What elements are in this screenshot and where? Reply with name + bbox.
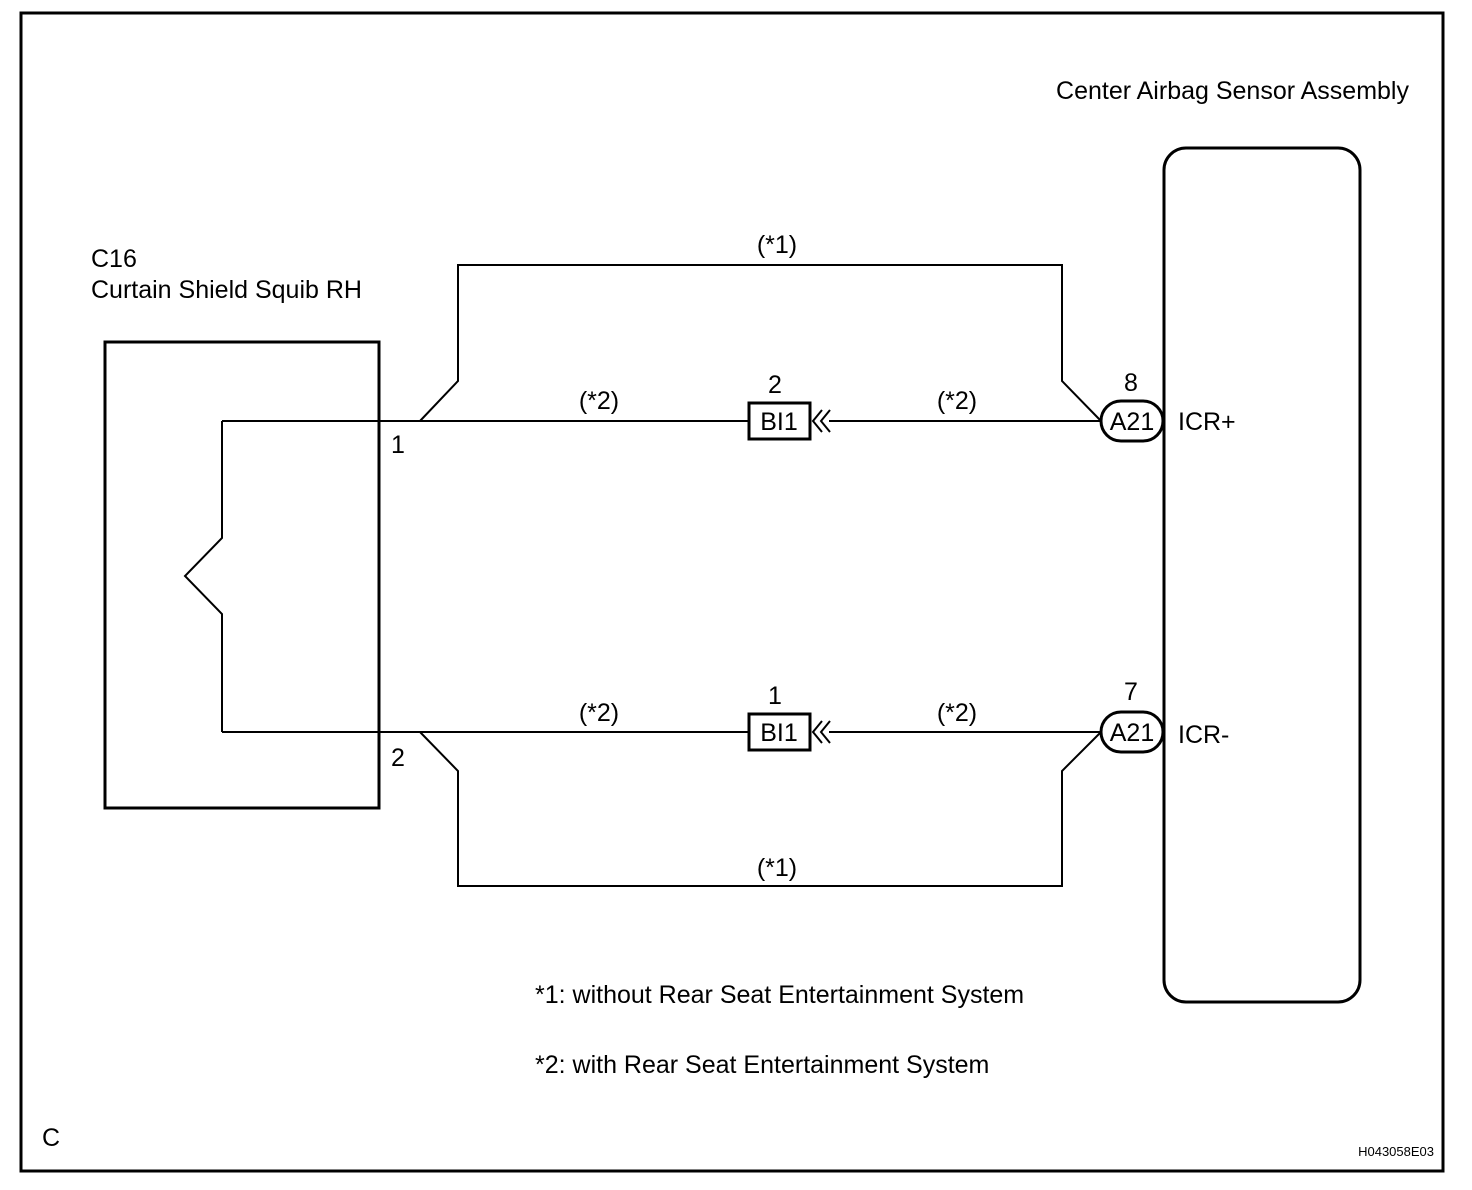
squib-box — [103, 340, 381, 810]
legend-note-1: *1: without Rear Seat Entertainment Syst… — [535, 981, 1024, 1009]
note-rse-bottom-left: (*2) — [579, 699, 619, 727]
junction-box-bottom — [747, 712, 812, 752]
ecu-pin-8: 8 — [1124, 369, 1138, 397]
junction-pin-bottom: 1 — [768, 682, 782, 710]
ecu-connector-label-top: A21 — [1110, 408, 1154, 436]
junction-box-top — [747, 401, 812, 441]
legend-note-2: *2: with Rear Seat Entertainment System — [535, 1051, 989, 1079]
squib-element — [183, 421, 223, 732]
junction-label-top: BI1 — [760, 408, 798, 436]
wire-icr-minus-bypass — [419, 731, 1102, 887]
note-rse-top-left: (*2) — [579, 387, 619, 415]
squib-code: C16 — [91, 245, 137, 273]
ecu-connector-top — [1099, 399, 1165, 443]
ecu-box — [1162, 146, 1362, 1004]
figure-id: H043058E03 — [1358, 1144, 1434, 1159]
ecu-title: Center Airbag Sensor Assembly — [1056, 77, 1409, 105]
junction-pin-top: 2 — [768, 371, 782, 399]
note-rse-top-right: (*2) — [937, 387, 977, 415]
ecu-connector-bottom — [1099, 710, 1165, 754]
diagram-frame — [19, 11, 1445, 1173]
squib-pin-1: 1 — [391, 431, 405, 459]
note-bypass-top: (*1) — [757, 231, 797, 259]
ecu-connector-label-bottom: A21 — [1110, 719, 1154, 747]
signal-icr-plus: ICR+ — [1178, 408, 1236, 436]
signal-icr-minus: ICR- — [1178, 721, 1229, 749]
ecu-pin-7: 7 — [1124, 678, 1138, 706]
connector-arrow-bottom — [811, 720, 831, 744]
note-bypass-bottom: (*1) — [757, 854, 797, 882]
squib-pin-2: 2 — [391, 744, 405, 772]
squib-name: Curtain Shield Squib RH — [91, 276, 362, 304]
note-rse-bottom-right: (*2) — [937, 699, 977, 727]
wire-icr-plus-bypass — [419, 264, 1102, 422]
corner-code: C — [42, 1124, 60, 1152]
junction-label-bottom: BI1 — [760, 719, 798, 747]
connector-arrow-top — [811, 409, 831, 433]
